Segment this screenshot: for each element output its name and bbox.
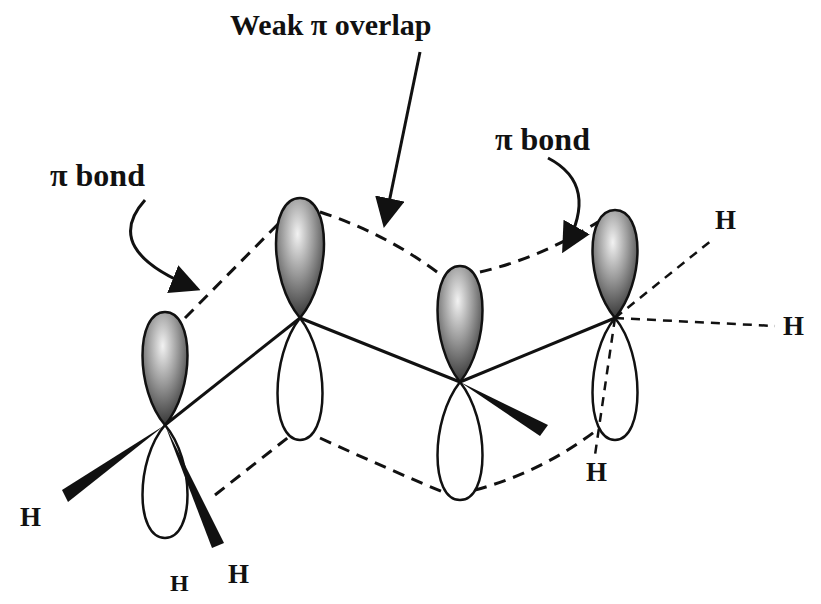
- atom-label: H: [586, 458, 607, 488]
- atom-label: H: [783, 312, 804, 342]
- orbital-lobes: [143, 198, 638, 538]
- atom-label: H: [20, 503, 41, 533]
- pi-bond-label: π bond: [50, 158, 145, 193]
- pi-bond-label: π bond: [495, 122, 590, 157]
- pointer-arrows: [131, 52, 580, 288]
- sigma-bonds: [165, 318, 615, 425]
- hydrogen-bonds: [62, 318, 615, 548]
- label: H: [170, 570, 189, 596]
- heading-label: Weak π overlap: [230, 8, 431, 41]
- atom-label: H: [228, 560, 249, 590]
- hashed-bonds: [595, 240, 775, 455]
- pi-overlap-lines: [185, 212, 612, 495]
- atom-label: H: [715, 206, 736, 236]
